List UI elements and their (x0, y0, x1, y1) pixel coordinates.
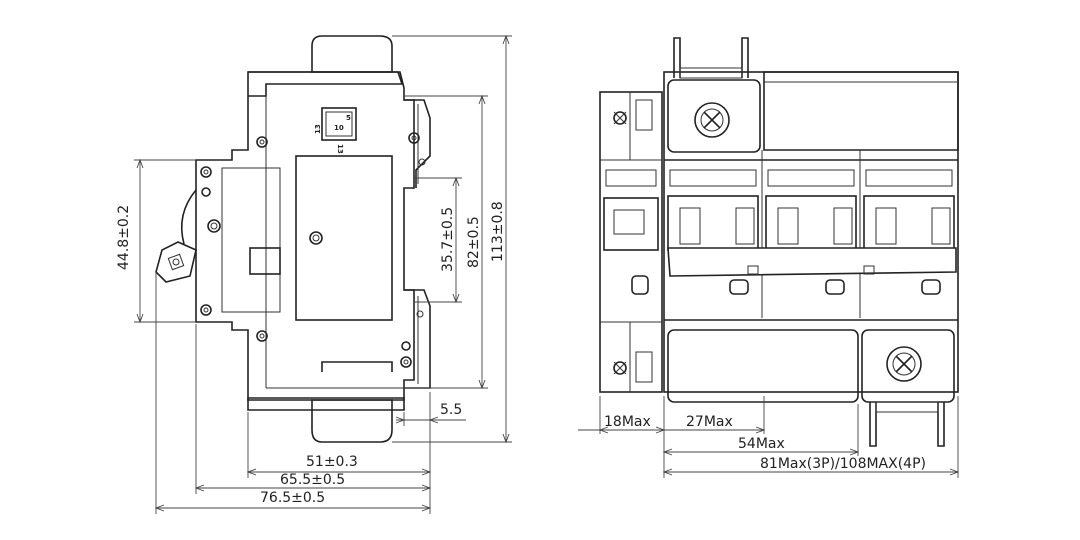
bottom-cover (667, 329, 859, 403)
terminal-label-2: 10 (334, 124, 344, 132)
dim-w3: 54Max (738, 436, 785, 452)
side-view-dimensions: 44.8±0.2 35.7±0.5 82±0.5 113±0.8 5.5 51 (116, 34, 512, 514)
aux-module (599, 91, 663, 393)
top-screw-icon (694, 102, 730, 138)
bottom-pins (869, 402, 945, 447)
front-view (599, 37, 959, 447)
dim-width-outer: 76.5±0.5 (260, 490, 325, 506)
dim-offset-small: 5.5 (440, 402, 462, 418)
dim-width-inner: 51±0.3 (306, 454, 358, 470)
terminal-block (321, 107, 357, 141)
bottom-rail (247, 397, 405, 411)
side-view: 13 10 5 13 (155, 35, 431, 443)
dim-height-left: 44.8±0.2 (116, 205, 132, 270)
dim-w4: 81Max(3P)/108MAX(4P) (760, 456, 926, 472)
window-slot (249, 247, 281, 275)
inner-panel (221, 167, 281, 313)
top-cap (311, 35, 393, 73)
lever-handle (155, 189, 197, 283)
top-pins (673, 37, 749, 78)
dim-height-total: 113±0.8 (490, 201, 506, 262)
dim-height-mid2: 82±0.5 (466, 216, 482, 268)
terminal-label-4: 13 (336, 144, 344, 154)
top-rail (248, 71, 404, 97)
rivets (200, 132, 426, 368)
side-body-outline (195, 71, 415, 401)
dim-w1: 18Max (604, 414, 651, 430)
front-view-dimensions: 18Max 27Max 54Max 81Max(3P)/108MAX(4P) (578, 396, 960, 478)
bottom-cap (311, 399, 393, 443)
bottom-screw-icon (886, 346, 922, 382)
center-plate (295, 155, 393, 321)
terminal-label-3: 5 (346, 114, 351, 122)
terminal-label-1: 13 (314, 124, 322, 134)
dim-width-mid: 65.5±0.5 (280, 472, 345, 488)
toggle-bar (667, 247, 957, 277)
dim-w2: 27Max (686, 414, 733, 430)
main-body (663, 71, 959, 393)
dim-height-mid1: 35.7±0.5 (440, 207, 456, 272)
